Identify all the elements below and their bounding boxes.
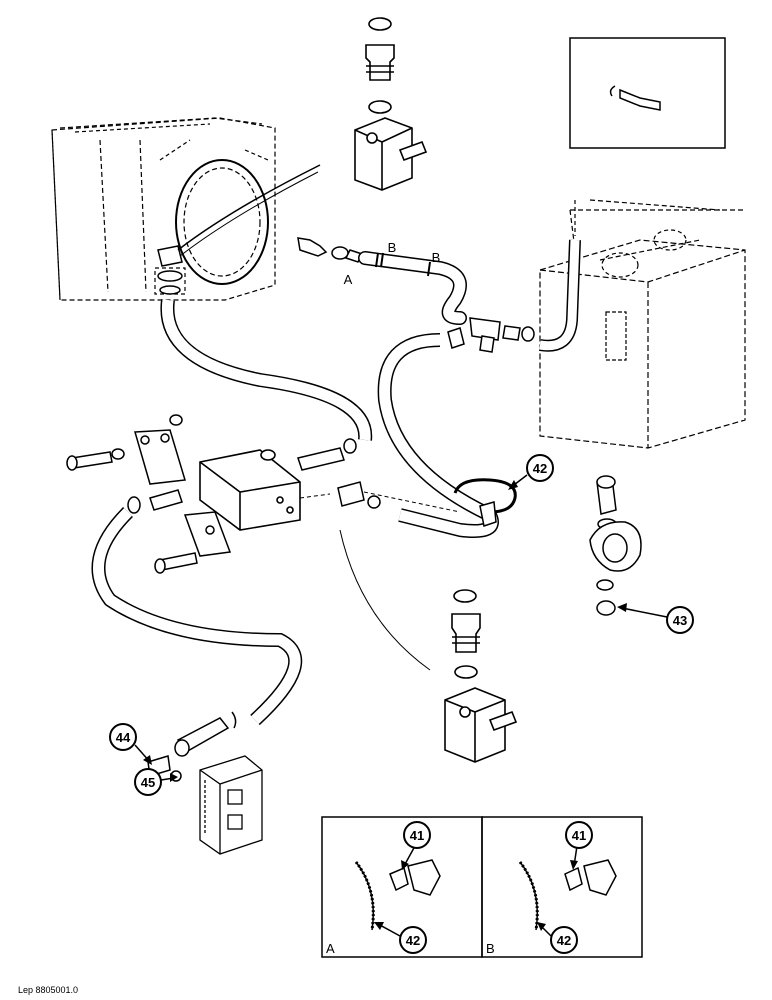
detail-b-clip <box>518 859 617 931</box>
detail-panel-b-label: B <box>486 941 495 956</box>
control-valve-bank <box>199 755 263 855</box>
callout-42-b-text: 42 <box>557 933 571 948</box>
manifold-block <box>199 449 301 531</box>
callout-42-main-text: 42 <box>533 461 547 476</box>
callout-41-b-text: 41 <box>572 828 586 843</box>
oil-cooler <box>51 117 276 301</box>
hose-label-b-1: B <box>388 240 397 255</box>
thin-hose-to-top <box>177 164 321 251</box>
detail-a-clip <box>354 859 441 931</box>
callout-42-a: 42 <box>374 922 427 954</box>
manifold-fittings <box>127 438 381 514</box>
drawing-reference: Lep 8805001.0 <box>18 985 78 995</box>
control-valve-hose-fitting <box>174 711 237 757</box>
detail-panels <box>321 816 643 958</box>
bottom-solenoid-valve <box>444 589 518 763</box>
hose-clip-bands <box>375 252 431 277</box>
right-tee-fitting <box>447 317 535 353</box>
callout-41-a-text: 41 <box>410 828 424 843</box>
clamp-ring <box>453 478 517 527</box>
bracket-bolts <box>66 414 198 574</box>
inset-box-fitting-detail <box>569 37 726 149</box>
callout-42-main: 42 <box>508 454 554 490</box>
cooler-elbow-fitting <box>157 245 183 295</box>
callout-41-b: 41 <box>565 821 593 870</box>
mounting-bracket <box>134 429 232 557</box>
thin-lead-line <box>339 529 431 671</box>
callout-44-text: 44 <box>116 730 131 745</box>
cooler-supply-hose <box>160 299 373 441</box>
center-top-fittings <box>297 237 364 263</box>
hose-label-a: A <box>344 272 353 287</box>
detail-panel-a-label: A <box>326 941 335 956</box>
callout-42-b: 42 <box>537 922 578 954</box>
callout-41-a: 41 <box>401 821 431 870</box>
callout-44: 44 <box>109 723 152 765</box>
p-clamp-assembly <box>589 475 642 616</box>
top-solenoid-valve <box>354 17 428 191</box>
callout-45-text: 45 <box>141 775 155 790</box>
callout-43: 43 <box>617 603 694 634</box>
callout-42-a-text: 42 <box>406 933 420 948</box>
callout-43-text: 43 <box>673 613 687 628</box>
callout-45: 45 <box>134 768 178 796</box>
hose-label-b-2: B <box>432 250 441 265</box>
thin-hose-to-top-inner <box>179 171 319 257</box>
